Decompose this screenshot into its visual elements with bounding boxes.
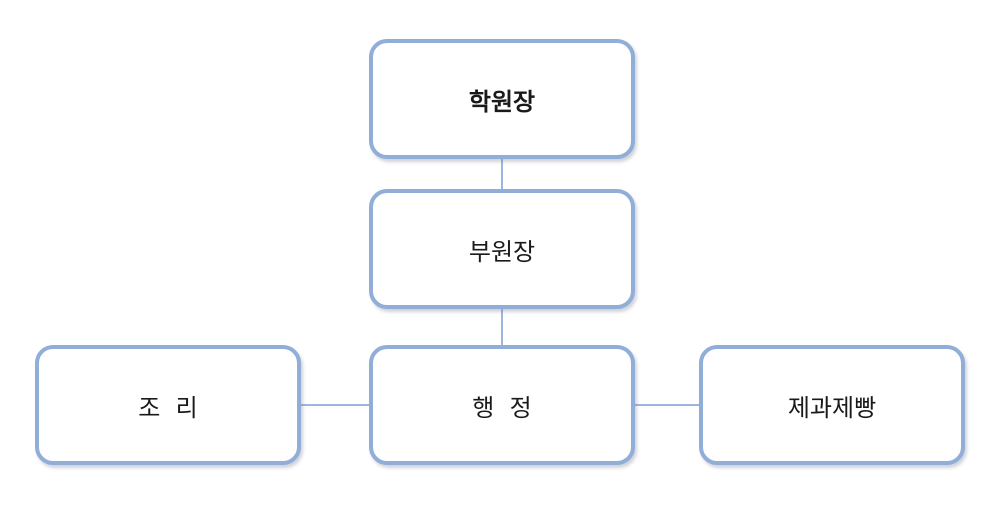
administration-department-box: 행 정	[369, 345, 635, 465]
baking-department-box: 제과제빵	[699, 345, 965, 465]
administration-department-label: 행 정	[472, 393, 532, 422]
cooking-department-box: 조 리	[35, 345, 301, 465]
director-label: 학원장	[468, 87, 536, 116]
vice-director-box: 부원장	[369, 189, 635, 309]
cooking-department-label: 조 리	[138, 393, 198, 422]
director-box: 학원장	[369, 39, 635, 159]
vice-director-label: 부원장	[468, 237, 536, 266]
baking-department-label: 제과제빵	[787, 393, 877, 422]
